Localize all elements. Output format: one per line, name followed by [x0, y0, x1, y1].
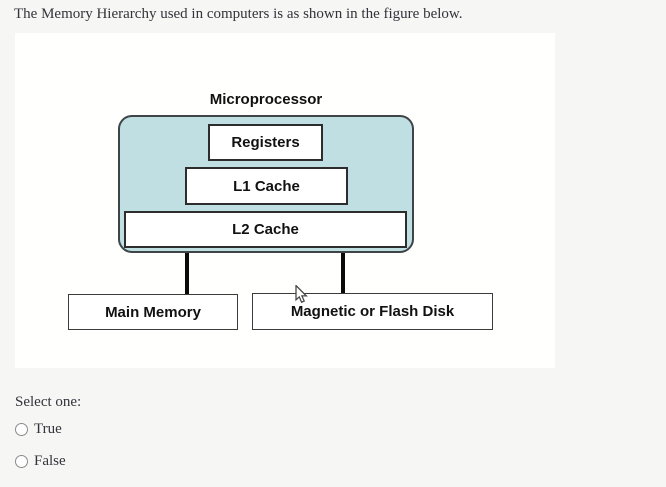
main-memory-label: Main Memory [105, 303, 201, 321]
l2-cache-box: L2 Cache [124, 211, 407, 248]
option-true-label[interactable]: True [34, 421, 62, 437]
microprocessor-title: Microprocessor [209, 91, 323, 108]
l1-cache-box: L1 Cache [185, 167, 348, 205]
main-memory-box: Main Memory [68, 294, 238, 330]
option-false[interactable]: False [15, 453, 66, 470]
question-text: The Memory Hierarchy used in computers i… [14, 6, 463, 22]
disk-box: Magnetic or Flash Disk [252, 293, 493, 330]
option-true[interactable]: True [15, 421, 62, 438]
connector-line-left [185, 253, 189, 294]
registers-label: Registers [231, 134, 300, 151]
disk-label: Magnetic or Flash Disk [290, 303, 455, 320]
connector-line-right [341, 253, 345, 294]
radio-true[interactable] [15, 423, 28, 436]
registers-box: Registers [208, 124, 323, 161]
option-false-label[interactable]: False [34, 453, 66, 469]
select-one-prompt: Select one: [15, 394, 82, 410]
mouse-cursor-icon [295, 283, 309, 310]
l1-cache-label: L1 Cache [233, 177, 300, 195]
radio-false[interactable] [15, 455, 28, 468]
l2-cache-label: L2 Cache [232, 221, 299, 238]
figure-panel: Microprocessor Registers L1 Cache L2 Cac… [15, 33, 555, 368]
